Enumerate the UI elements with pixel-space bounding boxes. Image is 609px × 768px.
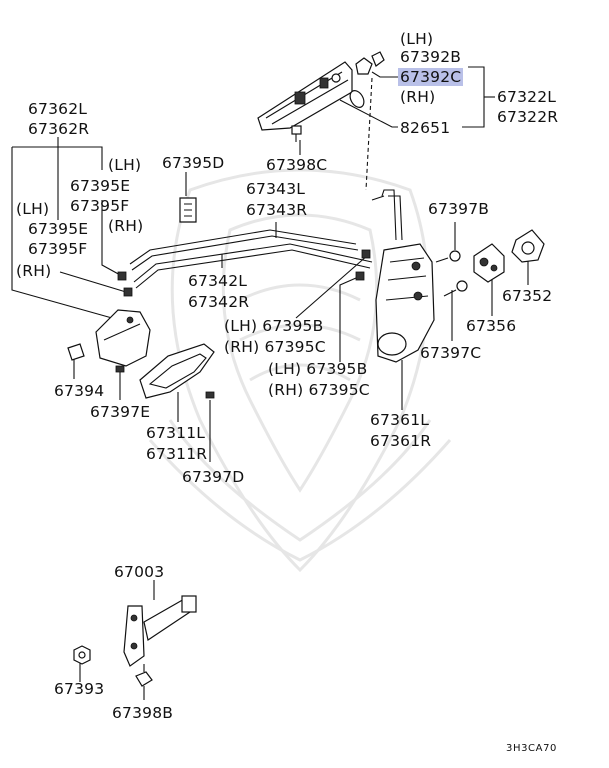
latch-screws-part bbox=[435, 250, 468, 297]
door-check-part bbox=[123, 595, 197, 667]
cap-67394-part bbox=[67, 343, 85, 361]
gasket-part bbox=[349, 90, 365, 108]
part-67311L-label[interactable]: 67311L bbox=[146, 424, 206, 442]
part-67342R-label[interactable]: 67342R bbox=[188, 293, 250, 311]
part-67395E-label-b[interactable]: 67395E bbox=[28, 220, 89, 238]
handle-clip-part bbox=[355, 51, 385, 75]
part-67362L-label[interactable]: 67362L bbox=[28, 100, 88, 118]
lh-label-b: (LH) bbox=[16, 200, 50, 218]
part-67395C-rh-label-lower[interactable]: (RH) 67395C bbox=[268, 381, 370, 399]
nut-67393-part bbox=[73, 645, 91, 665]
striker-part bbox=[473, 243, 505, 283]
door-latch-part bbox=[375, 243, 435, 363]
control-rods-part bbox=[129, 189, 403, 289]
part-67397B-label[interactable]: 67397B bbox=[428, 200, 490, 218]
part-67397D-label[interactable]: 67397D bbox=[182, 468, 245, 486]
part-67322L-label[interactable]: 67322L bbox=[497, 88, 557, 106]
part-67393-label[interactable]: 67393 bbox=[54, 680, 105, 698]
part-67322R-label[interactable]: 67322R bbox=[497, 108, 559, 126]
part-82651-label[interactable]: 82651 bbox=[400, 119, 451, 137]
part-67311R-label[interactable]: 67311R bbox=[146, 445, 208, 463]
part-67361R-label[interactable]: 67361R bbox=[370, 432, 432, 450]
rod-clips-part bbox=[117, 249, 371, 297]
part-67395F-label-b[interactable]: 67395F bbox=[28, 240, 88, 258]
lh-label-a: (LH) bbox=[108, 156, 142, 174]
rh-label-b: (RH) bbox=[108, 217, 144, 235]
part-67395D-label[interactable]: 67395D bbox=[162, 154, 225, 172]
part-67395F-label-a[interactable]: 67395F bbox=[70, 197, 130, 215]
handle-screws-part bbox=[115, 365, 215, 399]
rh-label-top: (RH) bbox=[400, 88, 436, 106]
rh-label-c: (RH) bbox=[16, 262, 52, 280]
part-67343L-label[interactable]: 67343L bbox=[246, 180, 306, 198]
part-67395B-lh-label-upper[interactable]: (LH) 67395B bbox=[224, 317, 324, 335]
part-67343R-label[interactable]: 67343R bbox=[246, 201, 308, 219]
striker-shim-part bbox=[511, 229, 545, 263]
part-67397C-label[interactable]: 67397C bbox=[420, 344, 482, 362]
part-67003-label[interactable]: 67003 bbox=[114, 563, 165, 581]
part-67395C-rh-label-upper[interactable]: (RH) 67395C bbox=[224, 338, 326, 356]
part-67342L-label[interactable]: 67342L bbox=[188, 272, 248, 290]
part-67394-label[interactable]: 67394 bbox=[54, 382, 105, 400]
part-67398B-label[interactable]: 67398B bbox=[112, 704, 174, 722]
lh-label-top: (LH) bbox=[400, 30, 434, 48]
part-67356-label[interactable]: 67356 bbox=[466, 317, 517, 335]
bolt-67398B-part bbox=[135, 664, 153, 687]
clip-67395D-part bbox=[179, 197, 197, 223]
leader-lines bbox=[11, 66, 529, 700]
part-67398C-label[interactable]: 67398C bbox=[266, 156, 328, 174]
part-67392C-label-highlighted[interactable]: 67392C bbox=[398, 68, 464, 86]
inside-handle-part bbox=[139, 343, 215, 399]
part-67362R-label[interactable]: 67362R bbox=[28, 120, 90, 138]
part-67361L-label[interactable]: 67361L bbox=[370, 411, 430, 429]
screw-67398C-part bbox=[291, 125, 302, 142]
part-67395B-lh-label-lower[interactable]: (LH) 67395B bbox=[268, 360, 368, 378]
part-67395E-label-a[interactable]: 67395E bbox=[70, 177, 131, 195]
outside-handle-part bbox=[257, 61, 353, 131]
inside-handle-bracket-part bbox=[95, 309, 151, 367]
diagram-code: 3H3CA70 bbox=[506, 743, 557, 754]
part-67392B-label[interactable]: 67392B bbox=[400, 48, 462, 66]
part-67397E-label[interactable]: 67397E bbox=[90, 403, 151, 421]
part-67352-label[interactable]: 67352 bbox=[502, 287, 553, 305]
